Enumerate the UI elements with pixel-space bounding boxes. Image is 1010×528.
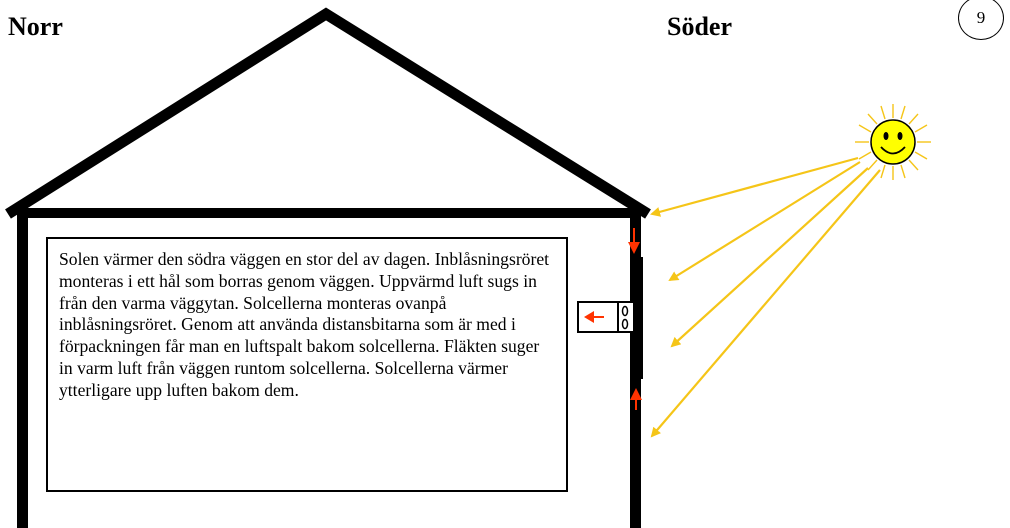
solar-panel bbox=[638, 257, 643, 379]
description-box: Solen värmer den södra väggen en stor de… bbox=[46, 237, 568, 492]
roof bbox=[5, 7, 651, 219]
house-outline bbox=[17, 208, 641, 528]
page-number: 9 bbox=[958, 0, 1004, 40]
sun-icon bbox=[855, 104, 931, 180]
inlet-pipe bbox=[577, 301, 635, 333]
description-text: Solen värmer den södra väggen en stor de… bbox=[59, 249, 550, 400]
sun-rays bbox=[650, 156, 881, 438]
fan-icon bbox=[621, 305, 629, 330]
south-label: Söder bbox=[667, 12, 732, 41]
north-label: Norr bbox=[8, 12, 63, 41]
